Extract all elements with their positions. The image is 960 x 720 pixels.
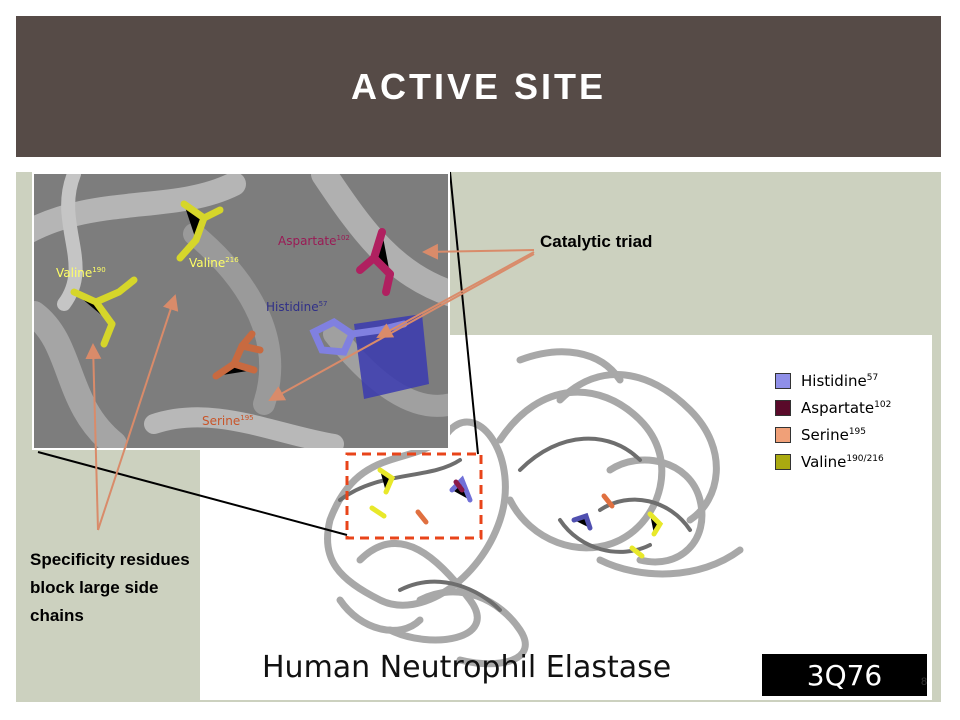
protein-title: Human Neutrophil Elastase	[262, 650, 672, 685]
legend-name-valine: Valine	[801, 452, 847, 471]
valine216-sup: 216	[225, 256, 239, 264]
label-serine: Serine195	[202, 414, 254, 428]
legend-swatch-serine	[775, 426, 791, 443]
legend-sup-histidine: 57	[866, 372, 879, 383]
legend-swatch-valine	[775, 453, 791, 470]
title-bar: ACTIVE SITE	[16, 16, 941, 157]
legend-sup-aspartate: 102	[874, 399, 892, 410]
legend-sup-valine: 190/216	[846, 453, 884, 464]
legend-sup-serine: 195	[848, 426, 867, 437]
aspartate-sup: 102	[336, 234, 350, 242]
legend-name-serine: Serine	[801, 425, 849, 444]
legend-item-aspartate: Aspartate102	[775, 394, 891, 421]
legend-item-histidine: Histidine57	[775, 367, 891, 394]
legend-item-serine: Serine195	[775, 421, 891, 448]
legend-label-aspartate: Aspartate102	[801, 399, 891, 417]
legend-swatch-aspartate	[775, 399, 791, 416]
residue-legend: Histidine57 Aspartate102 Serine195 Valin…	[775, 367, 891, 475]
legend-label-histidine: Histidine57	[801, 372, 878, 390]
legend-item-valine: Valine190/216	[775, 448, 891, 475]
label-valine216: Valine216	[189, 256, 239, 270]
legend-name-aspartate: Aspartate	[801, 398, 875, 417]
catalytic-triad-label: Catalytic triad	[540, 232, 653, 251]
histidine-name: Histidine	[266, 300, 319, 314]
page-number: 8	[921, 676, 928, 688]
pdb-id-badge: 3Q76	[762, 654, 927, 696]
serine-name: Serine	[202, 414, 241, 428]
slide-title: ACTIVE SITE	[350, 65, 607, 107]
legend-swatch-histidine	[775, 372, 791, 389]
active-site-inset: Valine190 Valine216 Aspartate102 Histidi…	[32, 172, 450, 450]
valine190-name: Valine	[56, 266, 93, 280]
serine-sup: 195	[240, 414, 254, 422]
label-aspartate: Aspartate102	[278, 234, 350, 248]
valine216-name: Valine	[189, 256, 226, 270]
specificity-label: Specificity residues block large side ch…	[30, 550, 190, 625]
valine190-sup: 190	[92, 266, 106, 274]
histidine-sup: 57	[318, 300, 328, 308]
label-valine190: Valine190	[56, 266, 106, 280]
aspartate-name: Aspartate	[278, 234, 337, 248]
legend-label-serine: Serine195	[801, 426, 866, 444]
inset-illustration	[34, 174, 448, 448]
legend-name-histidine: Histidine	[801, 371, 867, 390]
label-histidine: Histidine57	[266, 300, 328, 314]
legend-label-valine: Valine190/216	[801, 453, 884, 471]
